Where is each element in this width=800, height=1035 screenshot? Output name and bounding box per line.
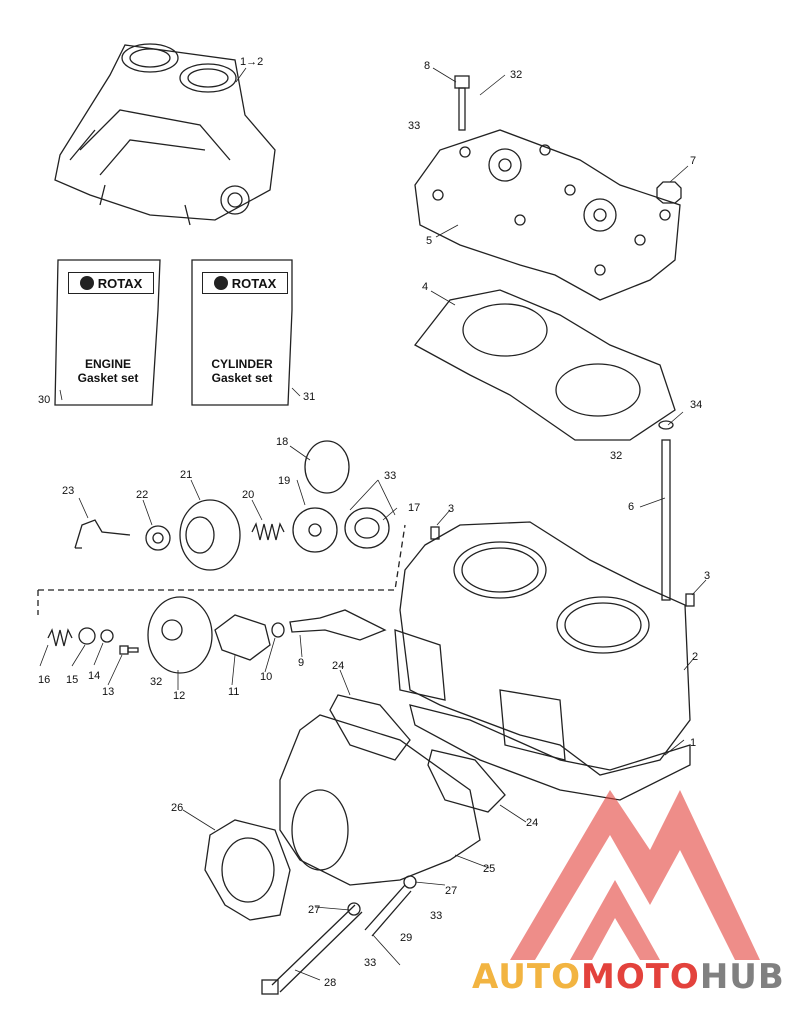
doc-line1: CYLINDER: [211, 357, 273, 371]
pump-gasket: [214, 614, 271, 661]
callout-13: 13: [102, 686, 115, 698]
callout-2: 2: [692, 651, 699, 663]
doc-line2: Gasket set: [77, 371, 139, 385]
dashed-boundary: [38, 524, 406, 591]
rotax-mark-icon: [79, 276, 94, 290]
callout-6: 6: [628, 501, 635, 513]
exhaust-manifold: [279, 714, 481, 886]
cylinder-head: [414, 129, 681, 301]
callout-34: 34: [690, 399, 703, 411]
callout-14: 14: [88, 670, 101, 682]
rotax-mark-icon: [213, 276, 228, 290]
callout-5: 5: [426, 235, 433, 247]
callout-20: 20: [242, 489, 255, 501]
rotax-brand: ROTAX: [231, 275, 277, 291]
rotax-logo: ROTAX: [202, 272, 288, 294]
watermark-hub: HUB: [699, 957, 785, 997]
exhaust-gasket: [329, 694, 411, 761]
doc-30-outline: [54, 259, 161, 406]
o-ring: [304, 440, 350, 494]
ring: [100, 629, 114, 643]
spring: [251, 522, 285, 541]
callout-1-2: 1→2: [240, 56, 264, 68]
callout-28: 28: [324, 977, 337, 989]
spring-small: [47, 628, 73, 647]
callout-12: 12: [173, 690, 186, 702]
cylinder-block: [394, 521, 691, 776]
rotax-logo: ROTAX: [68, 272, 154, 294]
stud: [658, 420, 674, 601]
callout-24a: 24: [332, 660, 345, 672]
bolt-head: [261, 979, 279, 995]
long-bolt: [271, 904, 363, 993]
callout-3b: 3: [704, 570, 711, 582]
callout-31: 31: [303, 391, 316, 403]
callout-27a: 27: [445, 885, 458, 897]
callout-3a: 3: [448, 503, 455, 515]
callout-24b: 24: [526, 817, 539, 829]
callout-32a: 32: [510, 69, 523, 81]
head-bolt: [454, 75, 470, 131]
doc-31-outline: [191, 259, 293, 406]
callout-29: 29: [400, 932, 413, 944]
engine-block-illustration: [54, 43, 276, 226]
watermark-auto: AUTO: [472, 957, 581, 997]
callout-18: 18: [276, 436, 289, 448]
bolt-29: [364, 884, 412, 937]
callout-33a: 33: [408, 120, 421, 132]
o-ring-small: [271, 622, 285, 638]
callout-1: 1: [690, 737, 697, 749]
callout-23: 23: [62, 485, 75, 497]
callout-27b: 27: [308, 904, 321, 916]
callout-9: 9: [298, 657, 305, 669]
clip: [74, 519, 131, 549]
callout-33c: 33: [430, 910, 443, 922]
callout-33b: 33: [384, 470, 397, 482]
head-gasket: [414, 289, 676, 441]
callout-19: 19: [278, 475, 291, 487]
callout-7: 7: [690, 155, 697, 167]
callout-4: 4: [422, 281, 429, 293]
watermark-text: AUTOMOTOHUB: [472, 957, 785, 997]
washer-27a: [403, 875, 417, 889]
base-gasket: [409, 704, 691, 801]
callout-32b: 32: [610, 450, 623, 462]
impeller: [145, 525, 171, 551]
callout-25: 25: [483, 863, 496, 875]
cover: [344, 507, 390, 549]
doc-line2: Gasket set: [211, 371, 273, 385]
watermark-moto: MOTO: [580, 957, 700, 997]
callout-26: 26: [171, 802, 184, 814]
rotax-brand: ROTAX: [97, 275, 143, 291]
fitting: [289, 609, 387, 641]
callout-8: 8: [424, 60, 431, 72]
callout-11: 11: [228, 686, 240, 698]
callout-15: 15: [66, 674, 79, 686]
seal: [292, 507, 338, 553]
screw: [119, 645, 139, 655]
watermark-logo: [510, 790, 760, 960]
callout-17: 17: [408, 502, 421, 514]
callout-22: 22: [136, 489, 149, 501]
nut: [656, 181, 682, 204]
exhaust-gasket-2: [427, 749, 506, 813]
callout-33d: 33: [364, 957, 377, 969]
callout-16: 16: [38, 674, 51, 686]
doc-line1: ENGINE: [84, 357, 131, 371]
callout-21: 21: [180, 469, 193, 481]
pump-cover: [147, 596, 213, 674]
washer: [78, 627, 96, 645]
flange-gasket: [204, 819, 291, 921]
dowel-pin: [685, 593, 695, 607]
pump-housing: [179, 499, 241, 571]
washer-27b: [347, 902, 361, 916]
callout-10: 10: [260, 671, 273, 683]
callout-32c: 32: [150, 676, 163, 688]
callout-30: 30: [38, 394, 51, 406]
